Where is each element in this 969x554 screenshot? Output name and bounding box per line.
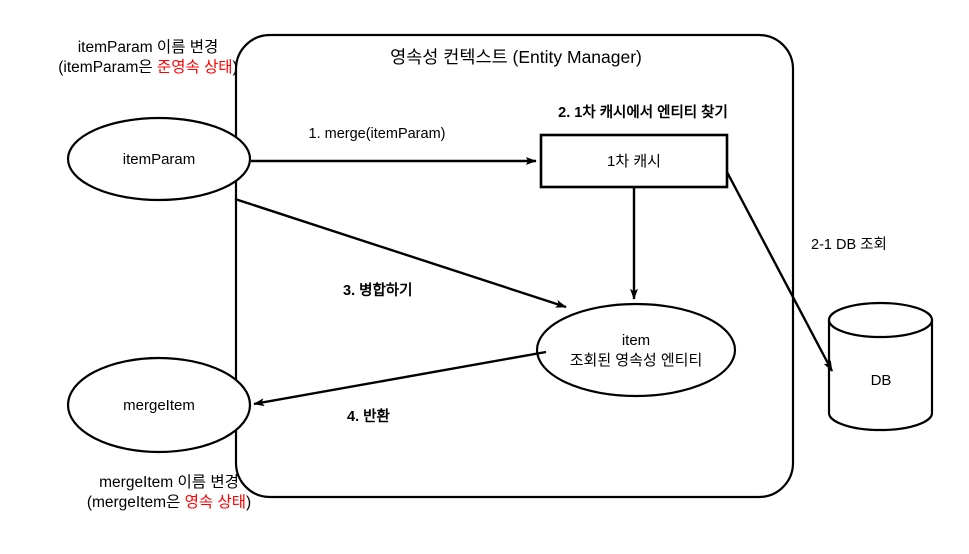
item-param-annotation-line1: itemParam 이름 변경	[77, 39, 219, 56]
persistence-context-boundary	[234, 33, 795, 499]
item-param-annotation-suffix: )	[232, 59, 238, 77]
merge-item-annotation-line2: (mergeItem은 영속 상태)	[87, 493, 251, 513]
edge-label-return-value: 4. 반환	[347, 409, 390, 425]
edge-label-db-query: 2-1 DB 조회	[811, 237, 887, 253]
merge-item-annotation-line1: mergeItem 이름 변경	[99, 474, 239, 491]
item-param-node[interactable]	[66, 116, 252, 202]
item-param-annotation-prefix: (itemParam은	[58, 59, 157, 77]
merge-item-annotation: mergeItem 이름 변경 (mergeItem은 영속 상태)	[87, 473, 251, 514]
edge-db-query	[725, 171, 834, 372]
managed-item-node[interactable]	[535, 302, 737, 398]
merge-item-annotation-suffix: )	[246, 494, 252, 512]
edge-return-value	[253, 350, 547, 407]
first-level-cache-node[interactable]	[539, 133, 729, 189]
item-param-state-badge: 준영속 상태	[156, 59, 233, 77]
database-node[interactable]	[827, 301, 934, 432]
item-param-annotation-line2: (itemParam은 준영속 상태)	[58, 58, 237, 78]
merge-item-node[interactable]	[66, 356, 252, 454]
edge-label-find-in-cache: 2. 1차 캐시에서 엔티티 찾기	[558, 105, 728, 121]
item-param-annotation: itemParam 이름 변경 (itemParam은 준영속 상태)	[58, 38, 237, 79]
edge-label-merge-call: 1. merge(itemParam)	[308, 126, 446, 142]
edge-label-merge-values: 3. 병합하기	[343, 283, 413, 299]
merge-item-state-badge: 영속 상태	[184, 494, 246, 512]
page-title: 영속성 컨텍스트 (Entity Manager)	[390, 47, 642, 67]
edge-merge-values	[234, 197, 567, 309]
merge-item-annotation-prefix: (mergeItem은	[86, 494, 185, 512]
